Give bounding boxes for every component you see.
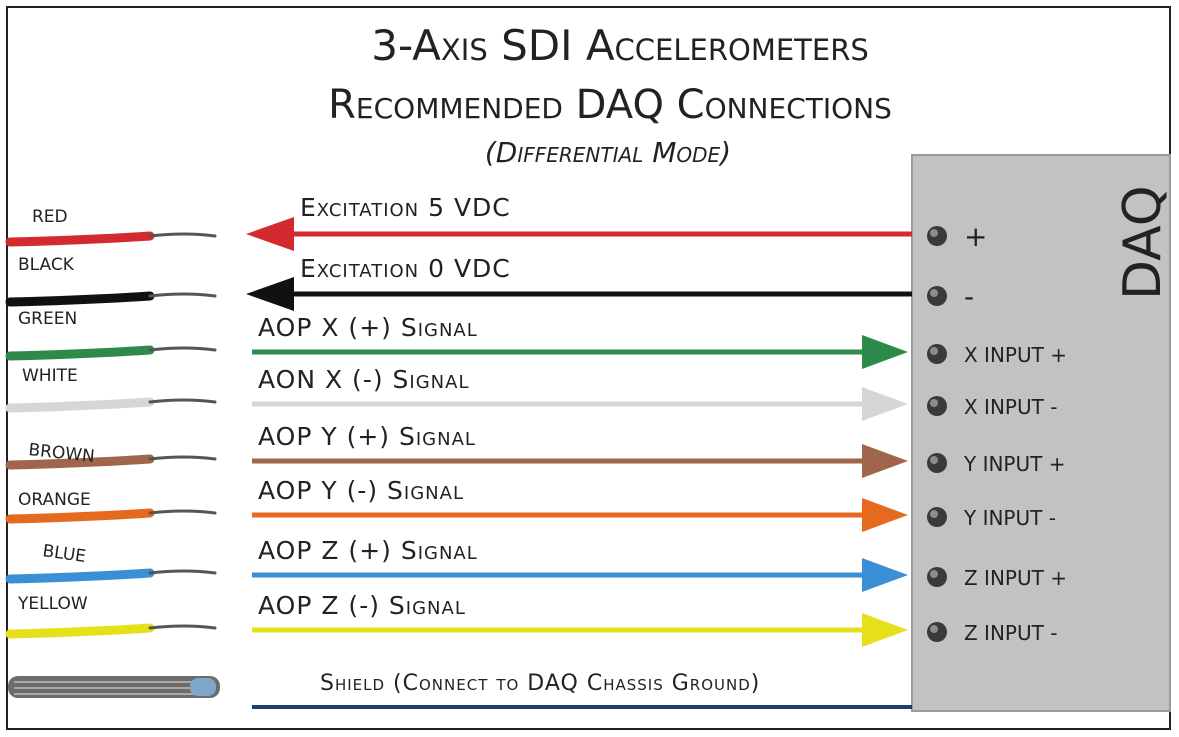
arrowhead-black: [246, 277, 294, 311]
arrowhead-yellow: [862, 613, 908, 647]
wire-green: [5, 345, 155, 361]
terminal-highlight-brown: [930, 456, 938, 464]
connection-row-white: WHITE AON X (-) Signal X INPUT -: [5, 365, 1057, 421]
wire-label-orange: ORANGE: [18, 490, 91, 510]
terminal-highlight-orange: [930, 510, 938, 518]
wire-black: [5, 291, 155, 307]
terminal-icon-green: [927, 344, 947, 364]
signal-label-orange: AOP Y (-) Signal: [258, 476, 464, 505]
wire-label-white: WHITE: [22, 366, 78, 386]
terminal-highlight-yellow: [930, 625, 938, 633]
arrowhead-white: [862, 387, 908, 421]
arrowhead-green: [862, 335, 908, 369]
connection-row-orange: ORANGE AOP Y (-) Signal Y INPUT -: [5, 476, 1056, 532]
signal-label-white: AON X (-) Signal: [258, 365, 469, 394]
terminal-icon-black: [927, 286, 947, 306]
terminal-icon-yellow: [927, 622, 947, 642]
daq-panel: [911, 154, 1171, 712]
pin-label-blue: Z INPUT +: [964, 566, 1067, 590]
wire-white: [5, 397, 155, 413]
daq-title: DAQ: [1113, 185, 1173, 300]
terminal-icon-blue: [927, 567, 947, 587]
wire-core-red: [148, 232, 217, 238]
terminal-icon-brown: [927, 453, 947, 473]
wire-core-white: [148, 398, 217, 404]
connection-row-black: BLACK Excitation 0 VDC -: [5, 254, 974, 313]
connection-row-green: GREEN AOP X (+) Signal X INPUT +: [5, 309, 1067, 369]
arrowhead-orange: [862, 498, 908, 532]
terminal-highlight-red: [930, 229, 938, 237]
connection-row-yellow: YELLOW AOP Z (-) Signal Z INPUT -: [5, 591, 1057, 647]
wire-core-brown: [148, 455, 217, 461]
terminal-icon-orange: [927, 507, 947, 527]
signal-label-yellow: AOP Z (-) Signal: [258, 591, 466, 620]
shield-wire-tip: [190, 678, 216, 696]
wire-label-blue: BLUE: [41, 541, 87, 567]
signal-label-brown: AOP Y (+) Signal: [258, 422, 476, 451]
terminal-highlight-green: [930, 347, 938, 355]
wire-label-black: BLACK: [18, 255, 75, 275]
wire-red: [5, 231, 155, 247]
arrowhead-red: [246, 217, 294, 251]
wire-core-yellow: [148, 624, 217, 630]
title-line-1: 3-Axis SDI Accelerometers: [371, 21, 869, 70]
signal-label-green: AOP X (+) Signal: [258, 313, 478, 342]
wire-brown: [5, 454, 155, 470]
terminal-highlight-white: [930, 399, 938, 407]
arrowhead-brown: [862, 444, 908, 478]
shield-braid-icon: [14, 681, 210, 695]
connection-row-red: RED Excitation 5 VDC +: [5, 193, 987, 253]
connection-row-blue: BLUE AOP Z (+) Signal Z INPUT +: [5, 536, 1067, 592]
title-line-2: Recommended DAQ Connections: [328, 82, 892, 128]
wire-core-black: [148, 292, 217, 298]
wire-core-blue: [148, 569, 217, 575]
title-mode: (Differential Mode): [485, 136, 731, 169]
wire-blue: [5, 568, 155, 584]
wire-yellow: [5, 623, 155, 639]
terminal-highlight-black: [930, 289, 938, 297]
arrowhead-blue: [862, 558, 908, 592]
pin-label-orange: Y INPUT -: [963, 506, 1056, 530]
shield-label: Shield (Connect to DAQ Chassis Ground): [320, 671, 760, 696]
wire-core-orange: [148, 509, 217, 515]
wire-label-green: GREEN: [18, 309, 77, 329]
wire-label-yellow: YELLOW: [17, 594, 88, 614]
shield-row: Shield (Connect to DAQ Chassis Ground): [8, 671, 912, 709]
pin-label-red: +: [964, 220, 987, 253]
pin-label-brown: Y INPUT +: [963, 452, 1065, 476]
pin-label-green: X INPUT +: [964, 343, 1067, 367]
pin-label-black: -: [964, 280, 974, 313]
signal-label-black: Excitation 0 VDC: [300, 254, 511, 283]
wire-orange: [5, 508, 155, 524]
terminal-icon-white: [927, 396, 947, 416]
pin-label-white: X INPUT -: [964, 395, 1057, 419]
terminal-icon-red: [927, 226, 947, 246]
signal-label-red: Excitation 5 VDC: [300, 193, 511, 222]
pin-label-yellow: Z INPUT -: [964, 621, 1057, 645]
wire-core-green: [148, 346, 217, 352]
terminal-highlight-blue: [930, 570, 938, 578]
signal-label-blue: AOP Z (+) Signal: [258, 536, 478, 565]
wire-label-red: RED: [32, 207, 68, 227]
